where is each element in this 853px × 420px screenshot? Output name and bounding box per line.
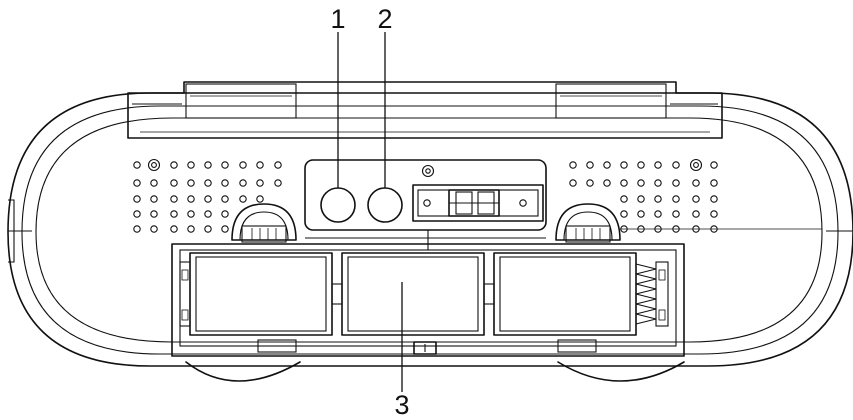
speaker-grille-left (133, 158, 282, 233)
callout-2-label: 2 (377, 4, 392, 34)
jack-2[interactable] (367, 187, 403, 223)
battery-cell-1 (189, 252, 343, 336)
callout-3: 3 (394, 282, 410, 420)
jack-1[interactable] (320, 187, 356, 223)
round-jack-icon (320, 187, 356, 223)
callout-2: 2 (377, 4, 393, 188)
callout-1-label: 1 (330, 4, 345, 34)
latch-dome-right (555, 203, 621, 243)
speaker-grille-right (569, 158, 718, 233)
control-panel (304, 159, 547, 239)
battery-cell-2 (341, 252, 495, 336)
latch-dome-left (231, 203, 297, 243)
carry-handle (127, 81, 723, 139)
battery-spring-icon (635, 263, 657, 325)
battery-compartment (171, 230, 685, 357)
battery-cell-3 (493, 252, 637, 336)
round-jack-icon (367, 187, 403, 223)
switch-screw-icon (423, 199, 431, 207)
switch-screw-icon (519, 199, 527, 207)
device-feet (185, 361, 685, 382)
slide-switch[interactable] (412, 184, 544, 222)
callout-1: 1 (330, 4, 346, 188)
callout-3-label: 3 (394, 390, 409, 420)
